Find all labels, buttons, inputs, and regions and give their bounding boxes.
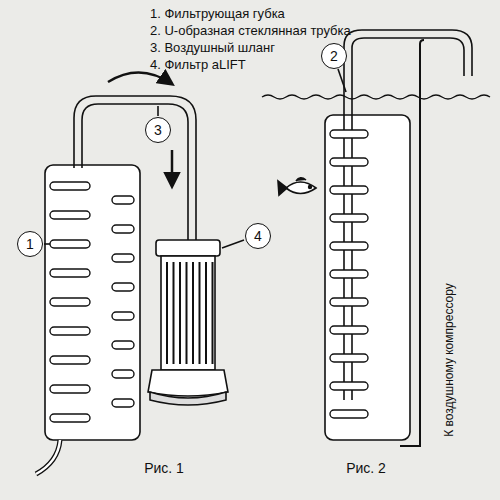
sponge-slot: [330, 382, 368, 390]
flow-arrow: [171, 150, 174, 186]
callout-number: 3: [154, 123, 162, 137]
fish: [278, 178, 316, 195]
u-tube: [82, 104, 188, 240]
alift-cap: [156, 240, 220, 256]
filter-slat: [179, 262, 181, 364]
sponge-slot: [50, 356, 90, 364]
sponge-slot: [330, 270, 368, 278]
air-hose: [36, 440, 60, 474]
sponge-slot: [112, 370, 134, 378]
filter-slat: [173, 262, 175, 364]
air-hose: [36, 440, 60, 474]
sponge-slot: [330, 410, 368, 418]
sponge-slot: [50, 211, 90, 219]
callout-circle: 3: [145, 117, 171, 143]
sponge-slot: [112, 399, 134, 407]
filter-slat: [205, 262, 207, 364]
alift-base: [148, 370, 228, 396]
legend-item: 3. Воздушный шланг: [150, 40, 275, 55]
filter-slat: [186, 262, 188, 364]
sponge-slot: [112, 254, 134, 262]
water-line: [262, 95, 490, 99]
callout-circle: 1: [17, 231, 43, 257]
leader-line: [222, 240, 244, 248]
sponge-slot: [50, 269, 90, 277]
air-hose: [400, 40, 424, 446]
sponge-slot: [112, 312, 134, 320]
callout-number: 2: [330, 49, 338, 63]
sponge-slot: [330, 326, 368, 334]
sponge-slot: [330, 158, 368, 166]
sponge-slot: [330, 298, 368, 306]
sponge-slot: [50, 182, 90, 190]
u-tube: [74, 96, 196, 240]
callout-number: 4: [254, 229, 262, 243]
callout-circle: 2: [321, 43, 347, 69]
filter-sponge: [45, 165, 140, 440]
sponge-slot: [330, 354, 368, 362]
sponge-slot: [112, 341, 134, 349]
legend-item: 1. Фильтрующая губка: [150, 6, 285, 21]
callout-number: 1: [26, 237, 34, 251]
filter-slat: [199, 262, 201, 364]
flow-arrow: [108, 72, 172, 84]
figure-caption: Рис. 1: [144, 460, 184, 476]
sponge-slot: [50, 240, 90, 248]
sponge-slot: [50, 298, 90, 306]
filter-slat: [166, 262, 168, 364]
sponge-slot: [50, 414, 90, 422]
vertical-label: К воздушному компрессору: [442, 281, 456, 439]
leader-line: [338, 69, 346, 92]
leader-line: [157, 106, 159, 116]
legend-item: 2. U-образная стеклянная трубка: [150, 23, 351, 38]
sponge-slot: [112, 283, 134, 291]
callout-circle: 4: [245, 223, 271, 249]
sponge-slot: [112, 225, 134, 233]
sponge-slot: [50, 327, 90, 335]
figure-caption: Рис. 2: [346, 460, 386, 476]
filter-sponge: [325, 115, 410, 440]
sponge-slot: [330, 186, 368, 194]
sponge-slot: [112, 196, 134, 204]
filter-slat: [212, 262, 214, 364]
sponge-slot: [330, 130, 368, 138]
legend-item: 4. Фильтр aLIFT: [150, 57, 246, 72]
sponge-slot: [330, 214, 368, 222]
sponge-slot: [330, 242, 368, 250]
sponge-slot: [50, 385, 90, 393]
alift-base: [150, 392, 226, 405]
filter-slat: [192, 262, 194, 364]
alift-body: [161, 256, 215, 370]
